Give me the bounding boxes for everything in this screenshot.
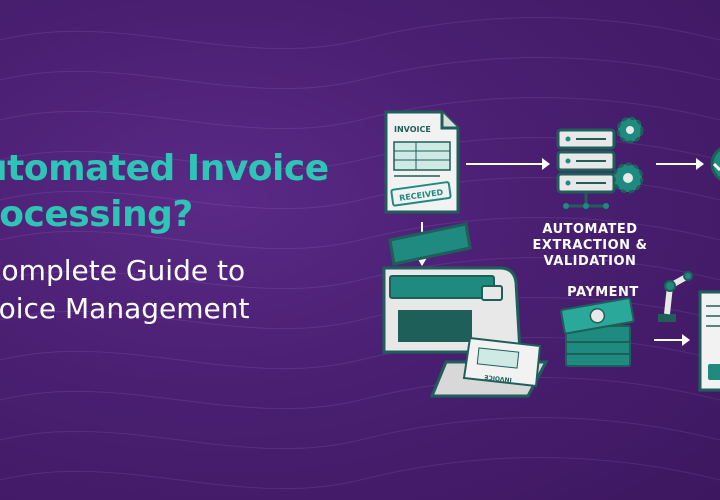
- gear-icon: [616, 116, 644, 144]
- headline-title-line-2: rocessing?: [0, 194, 193, 235]
- gear-icon: [612, 162, 644, 194]
- approved-document-icon: [698, 290, 720, 392]
- invoice-title-text: INVOICE: [394, 125, 431, 134]
- printed-invoice-icon: INVOICE: [462, 336, 542, 388]
- headline-subtitle-line-1: Complete Guide to: [0, 254, 246, 287]
- robotic-arm-icon: [658, 271, 693, 322]
- headline-subtitle-line-2: voice Management: [0, 292, 250, 325]
- printed-invoice-text: INVOICE: [484, 373, 512, 383]
- check-circle-icon: [710, 147, 720, 181]
- server-label-line-2: EXTRACTION &: [532, 238, 648, 253]
- invoice-document-icon: INVOICE RECEIVED: [384, 110, 460, 214]
- headline: utomated Invoice rocessing? Complete Gui…: [0, 146, 382, 328]
- arrow-right-icon: [656, 158, 704, 170]
- invoice-workflow-illustration: INVOICE RECEIVED: [382, 110, 720, 398]
- server-label: AUTOMATED EXTRACTION & VALIDATION: [525, 222, 655, 270]
- server-label-line-1: AUTOMATED: [542, 222, 638, 237]
- headline-title-line-1: utomated Invoice: [0, 148, 329, 189]
- arrow-right-icon: [654, 334, 690, 346]
- arrow-right-icon: [466, 158, 550, 170]
- server-label-line-3: VALIDATION: [543, 254, 637, 269]
- money-stack-icon: [560, 297, 635, 367]
- payment-label: PAYMENT: [567, 285, 639, 300]
- server-stack-icon: [556, 128, 616, 209]
